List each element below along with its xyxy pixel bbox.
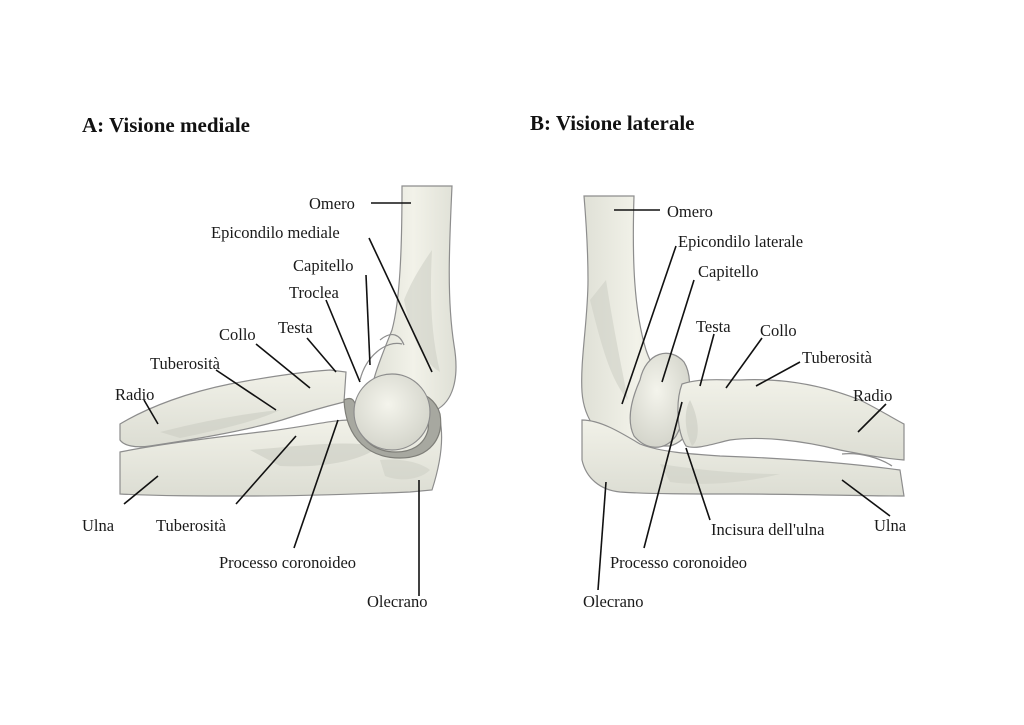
label-b-processo-coronoideo: Processo coronoideo xyxy=(610,553,747,572)
label-b-incisura-ulna: Incisura dell'ulna xyxy=(711,520,825,539)
label-b-olecrano: Olecrano xyxy=(583,592,643,611)
label-b-collo: Collo xyxy=(760,321,797,340)
label-b-tuberosita: Tuberosità xyxy=(802,348,873,367)
label-a-tuberosita-ulna: Tuberosità xyxy=(156,516,227,535)
label-a-epicondilo-mediale: Epicondilo mediale xyxy=(211,223,340,242)
panel-a-labels: Omero Epicondilo mediale Capitello Trocl… xyxy=(82,194,427,611)
label-a-processo-coronoideo: Processo coronoideo xyxy=(219,553,356,572)
panel-b-lateral-view: B: Visione laterale xyxy=(530,111,907,611)
panel-b-title: B: Visione laterale xyxy=(530,111,694,135)
panel-a-title: A: Visione mediale xyxy=(82,113,250,137)
panel-b-leaders xyxy=(597,209,891,591)
label-a-collo: Collo xyxy=(219,325,256,344)
label-b-omero: Omero xyxy=(667,202,713,221)
label-b-epicondilo-laterale: Epicondilo laterale xyxy=(678,232,803,251)
label-a-capitello: Capitello xyxy=(293,256,354,275)
label-a-testa: Testa xyxy=(278,318,313,337)
label-a-olecrano: Olecrano xyxy=(367,592,427,611)
panel-b-radius xyxy=(677,379,905,461)
label-a-troclea: Troclea xyxy=(289,283,339,302)
label-b-radio: Radio xyxy=(853,386,892,405)
label-a-ulna: Ulna xyxy=(82,516,115,535)
label-b-testa: Testa xyxy=(696,317,731,336)
label-b-ulna: Ulna xyxy=(874,516,907,535)
panel-a-medial-view: A: Visione mediale xyxy=(82,113,457,611)
label-a-tuberosita-radio: Tuberosità xyxy=(150,354,221,373)
label-a-omero: Omero xyxy=(309,194,355,213)
label-a-radio: Radio xyxy=(115,385,154,404)
panel-b-capitellum xyxy=(629,352,691,448)
panel-b-labels: Omero Epicondilo laterale Capitello Test… xyxy=(583,202,907,611)
panel-a-leaders xyxy=(123,202,433,596)
panel-a-trochlea-joint xyxy=(343,342,442,459)
label-b-capitello: Capitello xyxy=(698,262,759,281)
panel-a-radius xyxy=(119,369,347,448)
